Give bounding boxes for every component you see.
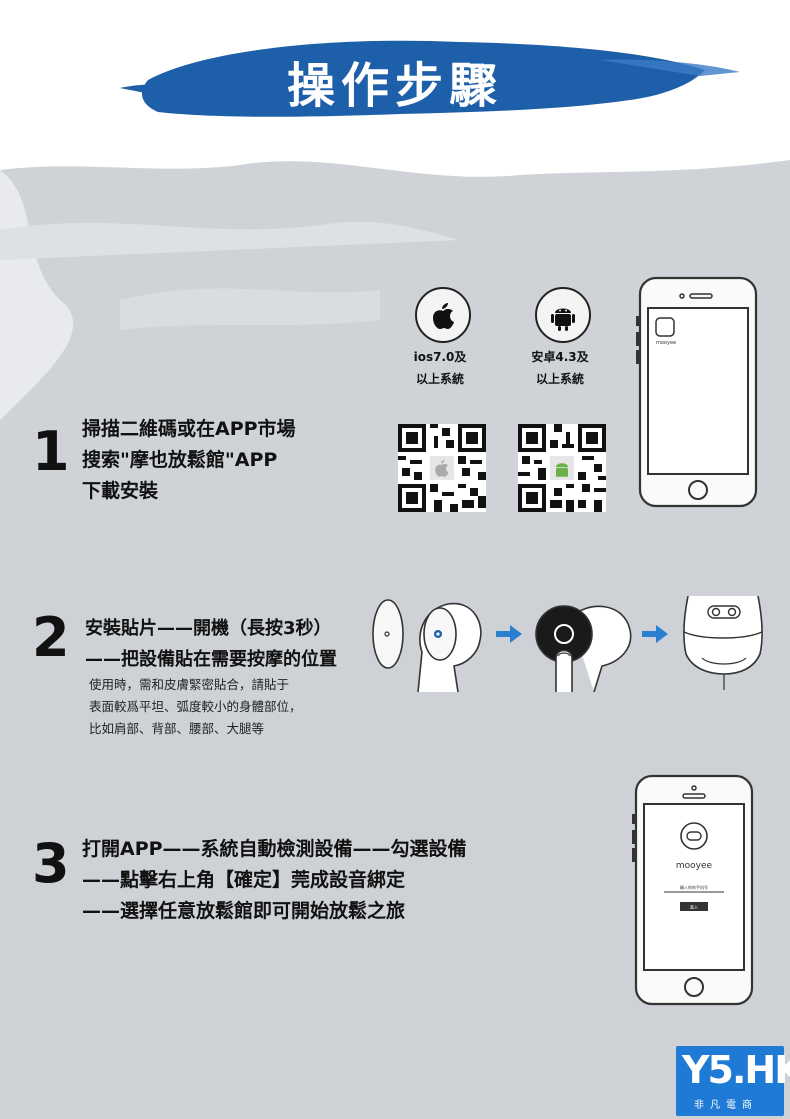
step-2-illustration bbox=[372, 596, 763, 692]
enter-button-label: 進入 bbox=[690, 904, 698, 910]
arrow-right-icon bbox=[496, 625, 522, 643]
phone-illustration-step-3: mooyee 輸入你的手机号 進入 bbox=[632, 774, 754, 1006]
step-1-line-1: 掃描二維碼或在APP市場 bbox=[82, 418, 296, 440]
y5hk-logo: Y5.HK 非凡電商 bbox=[676, 1046, 790, 1116]
step-1-number: 1 bbox=[32, 420, 70, 483]
phone-number-input[interactable]: 輸入你的手机号 bbox=[680, 884, 708, 890]
step-2-note-1: 使用時，需和皮膚緊密貼合，請貼于 bbox=[89, 677, 290, 692]
ios-requirement-label: ios7.0及 以上系統 bbox=[413, 350, 467, 386]
step-2-number: 2 bbox=[32, 606, 70, 669]
logo-main-text: Y5.HK bbox=[682, 1048, 790, 1092]
arrow-right-icon bbox=[642, 625, 668, 643]
step-1-instructions: 掃描二維碼或在APP市場 搜索"摩也放鬆館"APP 下載安裝 bbox=[82, 414, 296, 507]
apple-icon bbox=[415, 287, 471, 343]
app-brand-label: mooyee bbox=[676, 861, 713, 871]
android-qr-code[interactable] bbox=[518, 424, 606, 512]
step-2-line-1: 安裝貼片——開機（長按3秒） bbox=[85, 618, 332, 639]
step-3-line-2: ——點擊右上角【確定】莞成設音綁定 bbox=[82, 869, 406, 891]
phone-illustration-step-1: mooyee bbox=[636, 276, 758, 508]
step-3-line-3: ——選擇任意放鬆館即可開始放鬆之旅 bbox=[82, 900, 406, 922]
android-requirement-label: 安卓4.3及 以上系統 bbox=[531, 350, 589, 386]
step-3-number: 3 bbox=[32, 832, 70, 895]
step-3-instructions: 打開APP——系統自動檢測設備——勾選設備 ——點擊右上角【確定】莞成設音綁定 … bbox=[82, 834, 467, 927]
step-1-line-2: 搜索"摩也放鬆館"APP bbox=[82, 449, 278, 471]
logo-sub-text: 非凡電商 bbox=[694, 1100, 758, 1111]
android-icon bbox=[535, 287, 591, 343]
step-2-note-3: 比如肩部、背部、腰部、大腿等 bbox=[89, 721, 265, 736]
enter-button[interactable] bbox=[680, 902, 708, 911]
step-2-line-2: ——把設備貼在需要按摩的位置 bbox=[85, 649, 337, 670]
step-1-line-3: 下載安裝 bbox=[82, 480, 159, 502]
app-icon-label: mooyee bbox=[656, 340, 676, 346]
step-2-notes: 使用時，需和皮膚緊密貼合，請貼于 表面較爲平坦、弧度較小的身體部位， 比如肩部、… bbox=[89, 674, 302, 740]
step-2-instructions: 安裝貼片——開機（長按3秒） ——把設備貼在需要按摩的位置 bbox=[85, 613, 337, 675]
step-3-line-1: 打開APP——系統自動檢測設備——勾選設備 bbox=[82, 838, 467, 860]
ios-qr-code[interactable] bbox=[398, 424, 486, 512]
page-title: 操作步驟 bbox=[286, 58, 503, 114]
step-2-note-2: 表面較爲平坦、弧度較小的身體部位， bbox=[89, 699, 302, 714]
